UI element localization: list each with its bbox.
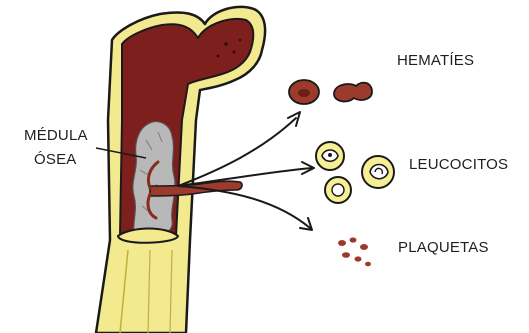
leucocito-nucleus-2 [370, 165, 388, 179]
marrow-speck-1 [224, 42, 228, 46]
marrow-speck-3 [217, 55, 220, 58]
leucocito-dot-1 [328, 153, 332, 157]
plaqueta-5 [355, 256, 362, 261]
marrow-speck-2 [233, 51, 236, 54]
label-medula-line2: ÓSEA [34, 152, 76, 167]
plaqueta-3 [360, 244, 368, 250]
label-plaquetas: PLAQUETAS [398, 240, 489, 255]
marrow-speck-4 [239, 39, 242, 42]
plaqueta-4 [342, 252, 350, 258]
plaqueta-1 [338, 240, 346, 246]
hematie-cell-2 [334, 83, 372, 102]
label-hematies: HEMATÍES [397, 53, 474, 68]
plaqueta-6 [365, 262, 371, 267]
hematie-cell-1-center [298, 89, 310, 97]
leucocito-nucleus-3 [332, 184, 344, 196]
bone-cut-edge [118, 229, 178, 243]
plaqueta-2 [350, 237, 357, 242]
label-leucocitos: LEUCOCITOS [409, 157, 508, 172]
label-medula-line1: MÉDULA [24, 128, 88, 143]
spongy-marrow [133, 122, 175, 236]
